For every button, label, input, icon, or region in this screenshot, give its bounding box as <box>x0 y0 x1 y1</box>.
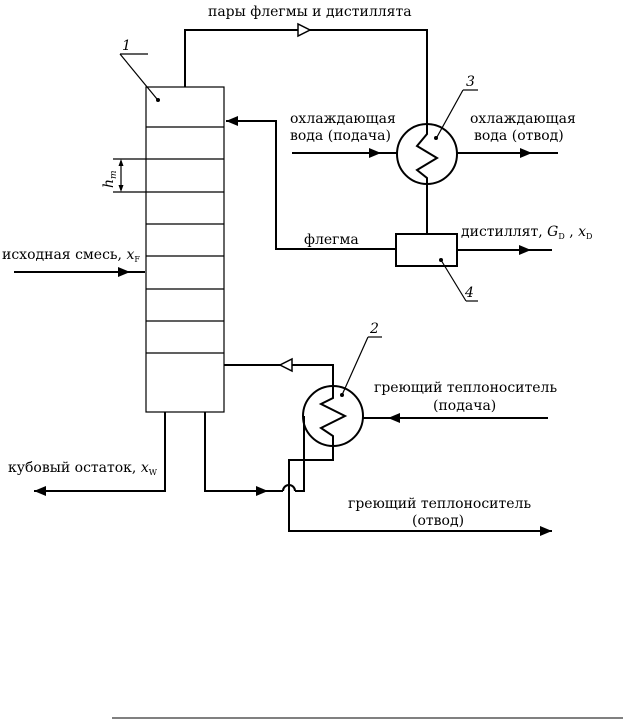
cooling-water-out: охлаждающая вода (отвод) <box>457 111 576 158</box>
heating-medium-out: греющий теплоноситель (отвод) <box>288 446 552 536</box>
svg-text:дистиллят, GD ,: дистиллят, GD , xD <box>461 224 592 243</box>
heating-medium-in: греющий теплоноситель (подача) <box>363 380 557 423</box>
reflux-separator <box>395 233 458 267</box>
vapor-line: пары флегмы и дистиллята <box>184 4 428 124</box>
svg-text:греющий теплоноситель: греющий теплоноситель <box>374 380 557 396</box>
bottoms-line: кубовый остаток, xW <box>8 412 166 496</box>
flow-arrow <box>297 22 312 38</box>
svg-text:3: 3 <box>466 74 475 90</box>
svg-text:вода (подача): вода (подача) <box>290 128 391 144</box>
callout-separator: 4 <box>439 258 478 302</box>
svg-text:вода (отвод): вода (отвод) <box>474 128 564 144</box>
svg-text:2: 2 <box>369 321 379 337</box>
svg-text:греющий теплоноситель: греющий теплоноситель <box>348 496 531 512</box>
svg-text:исходная смесь, xF: исходная смесь, xF <box>2 247 140 264</box>
callout-condenser: 3 <box>434 74 478 140</box>
reboiler <box>302 385 364 447</box>
reflux-line: флегма <box>226 116 396 250</box>
svg-text:hт: hт <box>101 170 119 188</box>
svg-text:кубовый остаток, xW: кубовый остаток, xW <box>8 460 158 477</box>
tray-spacing-dimension: hт <box>101 158 146 193</box>
svg-text:4: 4 <box>464 285 474 301</box>
svg-text:флегма: флегма <box>304 232 359 248</box>
svg-text:охлаждающая: охлаждающая <box>470 111 576 127</box>
vapors-label: пары флегмы и дистиллята <box>208 4 412 20</box>
svg-text:(отвод): (отвод) <box>412 513 464 529</box>
feed-line: исходная смесь, xF <box>2 247 145 277</box>
callout-reboiler: 2 <box>340 321 382 397</box>
condenser <box>396 123 458 234</box>
svg-text:1: 1 <box>122 38 131 54</box>
reboiler-vapor-return <box>224 357 334 386</box>
callout-column: 1 <box>119 38 160 102</box>
distillation-column <box>145 86 225 413</box>
svg-text:охлаждающая: охлаждающая <box>290 111 396 127</box>
distillate-line: дистиллят, GD , xD <box>457 224 592 255</box>
svg-text:(подача): (подача) <box>433 398 496 414</box>
cooling-water-in: охлаждающая вода (подача) <box>290 111 397 158</box>
